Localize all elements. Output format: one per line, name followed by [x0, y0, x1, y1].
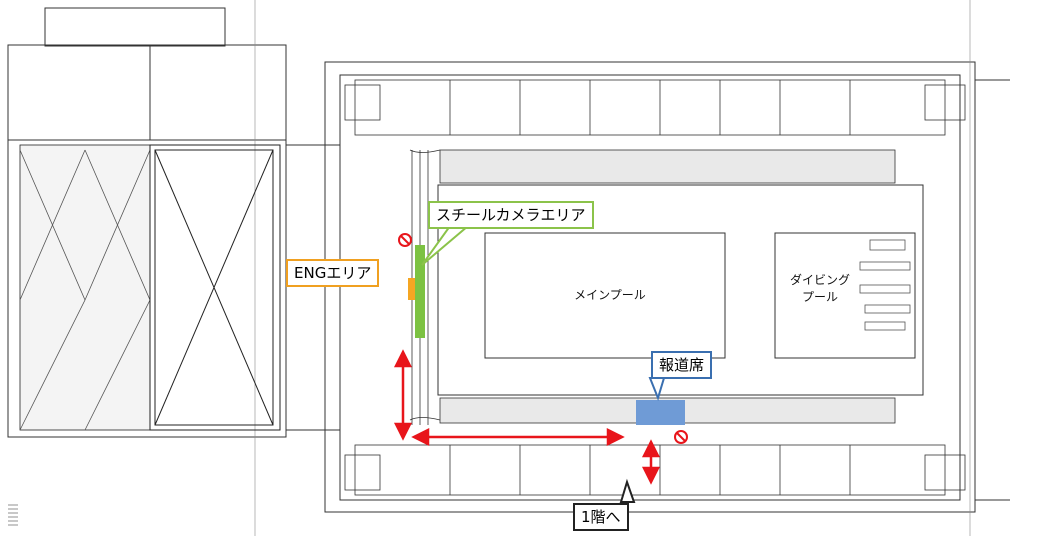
double-arrow-icon	[641, 439, 661, 485]
still-camera-callout-tail	[421, 225, 471, 266]
press-seats-area	[636, 400, 685, 425]
main-pool-label: メインプール	[574, 288, 646, 302]
pool-hall	[437, 184, 924, 396]
diving-pool-label: ダイビング プール	[780, 272, 860, 306]
building-outline	[7, 0, 1010, 536]
first-floor-callout-tail	[619, 478, 636, 503]
double-arrow-icon	[393, 349, 413, 441]
left-seating	[19, 144, 151, 431]
no-entry-icon	[674, 430, 688, 444]
first-floor-callout: 1階へ	[573, 503, 629, 531]
diving-pool-label-line1: ダイビング	[789, 273, 850, 287]
eng-callout: ENGエリア	[286, 259, 380, 287]
double-arrow-icon	[411, 427, 625, 447]
press-callout: 報道席	[651, 351, 713, 379]
room-rows	[344, 79, 966, 496]
still-camera-area	[415, 245, 425, 338]
diving-pool-label-line2: プール	[801, 290, 838, 304]
scale-bar-icon	[8, 504, 18, 526]
no-entry-icon	[398, 233, 412, 247]
still-camera-callout: スチールカメラエリア	[428, 201, 594, 229]
eng-area	[408, 278, 415, 300]
left-pool	[149, 144, 281, 431]
diving-platforms	[859, 239, 911, 331]
